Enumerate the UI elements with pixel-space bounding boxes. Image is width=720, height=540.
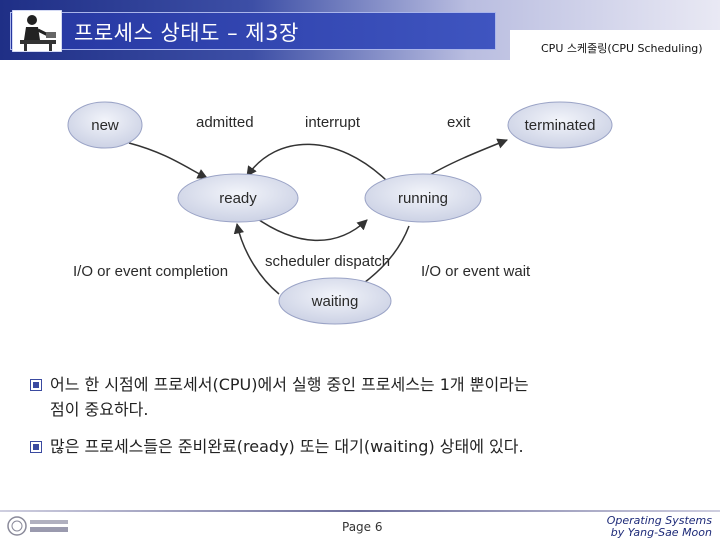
slide-title: 프로세스 상태도 – 제3장 — [74, 17, 299, 47]
edge-exit — [425, 140, 507, 178]
bullet-text-line: 많은 프로세스들은 준비완료(ready) 또는 대기(waiting) 상태에… — [50, 434, 700, 459]
node-running-label: running — [398, 190, 448, 207]
bullet-text-line: 어느 한 시점에 프로세서(CPU)에서 실행 중인 프로세스는 1개 뿐이라는 — [50, 372, 700, 397]
label-exit: exit — [447, 114, 471, 131]
university-logo-icon — [6, 515, 72, 537]
person-at-desk-icon — [12, 10, 62, 52]
node-waiting: waiting — [279, 278, 391, 324]
bullet-text-line: 점이 중요하다. — [50, 397, 700, 422]
bullet-square-icon — [30, 379, 42, 391]
label-scheduler-dispatch: scheduler dispatch — [265, 253, 390, 270]
node-ready-label: ready — [219, 190, 257, 207]
node-new-label: new — [91, 117, 119, 134]
bullet-item: 어느 한 시점에 프로세서(CPU)에서 실행 중인 프로세스는 1개 뿐이라는… — [30, 372, 700, 422]
edge-interrupt — [247, 144, 387, 181]
label-io-event-completion: I/O or event completion — [73, 263, 228, 280]
node-terminated: terminated — [508, 102, 612, 148]
label-io-event-wait: I/O or event wait — [421, 263, 531, 280]
process-state-diagram: new terminated ready running waiting adm… — [67, 98, 625, 328]
bullet-square-icon — [30, 441, 42, 453]
bullet-list: 어느 한 시점에 프로세서(CPU)에서 실행 중인 프로세스는 1개 뿐이라는… — [30, 372, 700, 471]
bullet-item: 많은 프로세스들은 준비완료(ready) 또는 대기(waiting) 상태에… — [30, 434, 700, 459]
label-admitted: admitted — [196, 114, 254, 131]
footer-divider — [0, 510, 720, 512]
node-new: new — [68, 102, 142, 148]
page-number: Page 6 — [342, 520, 383, 534]
edge-admitted — [129, 143, 207, 178]
course-author: by Yang-Sae Moon — [607, 527, 712, 539]
node-waiting-label: waiting — [311, 293, 359, 310]
node-ready: ready — [178, 174, 298, 222]
label-interrupt: interrupt — [305, 114, 361, 131]
slide-subtitle: CPU 스케줄링(CPU Scheduling) — [541, 40, 703, 56]
node-terminated-label: terminated — [525, 117, 596, 134]
node-running: running — [365, 174, 481, 222]
course-credit: Operating Systems by Yang-Sae Moon — [607, 515, 712, 539]
